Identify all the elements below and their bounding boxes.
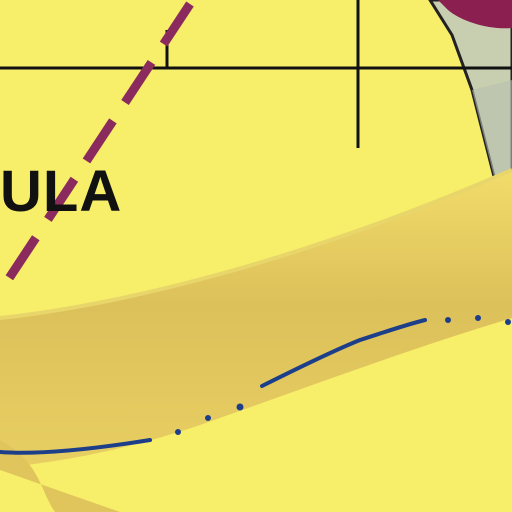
region-area: [438, 0, 512, 29]
river-band-edge: [0, 168, 512, 320]
outcrop-shade: [472, 80, 512, 200]
lower-band: [0, 440, 120, 512]
river-band: [0, 170, 512, 468]
place-label: ULA: [0, 159, 123, 224]
river-line-west: [0, 438, 152, 455]
river-dotted-section: [175, 315, 511, 435]
boundary-dashed-line: [0, 1, 194, 295]
river-line-central: [260, 318, 427, 388]
